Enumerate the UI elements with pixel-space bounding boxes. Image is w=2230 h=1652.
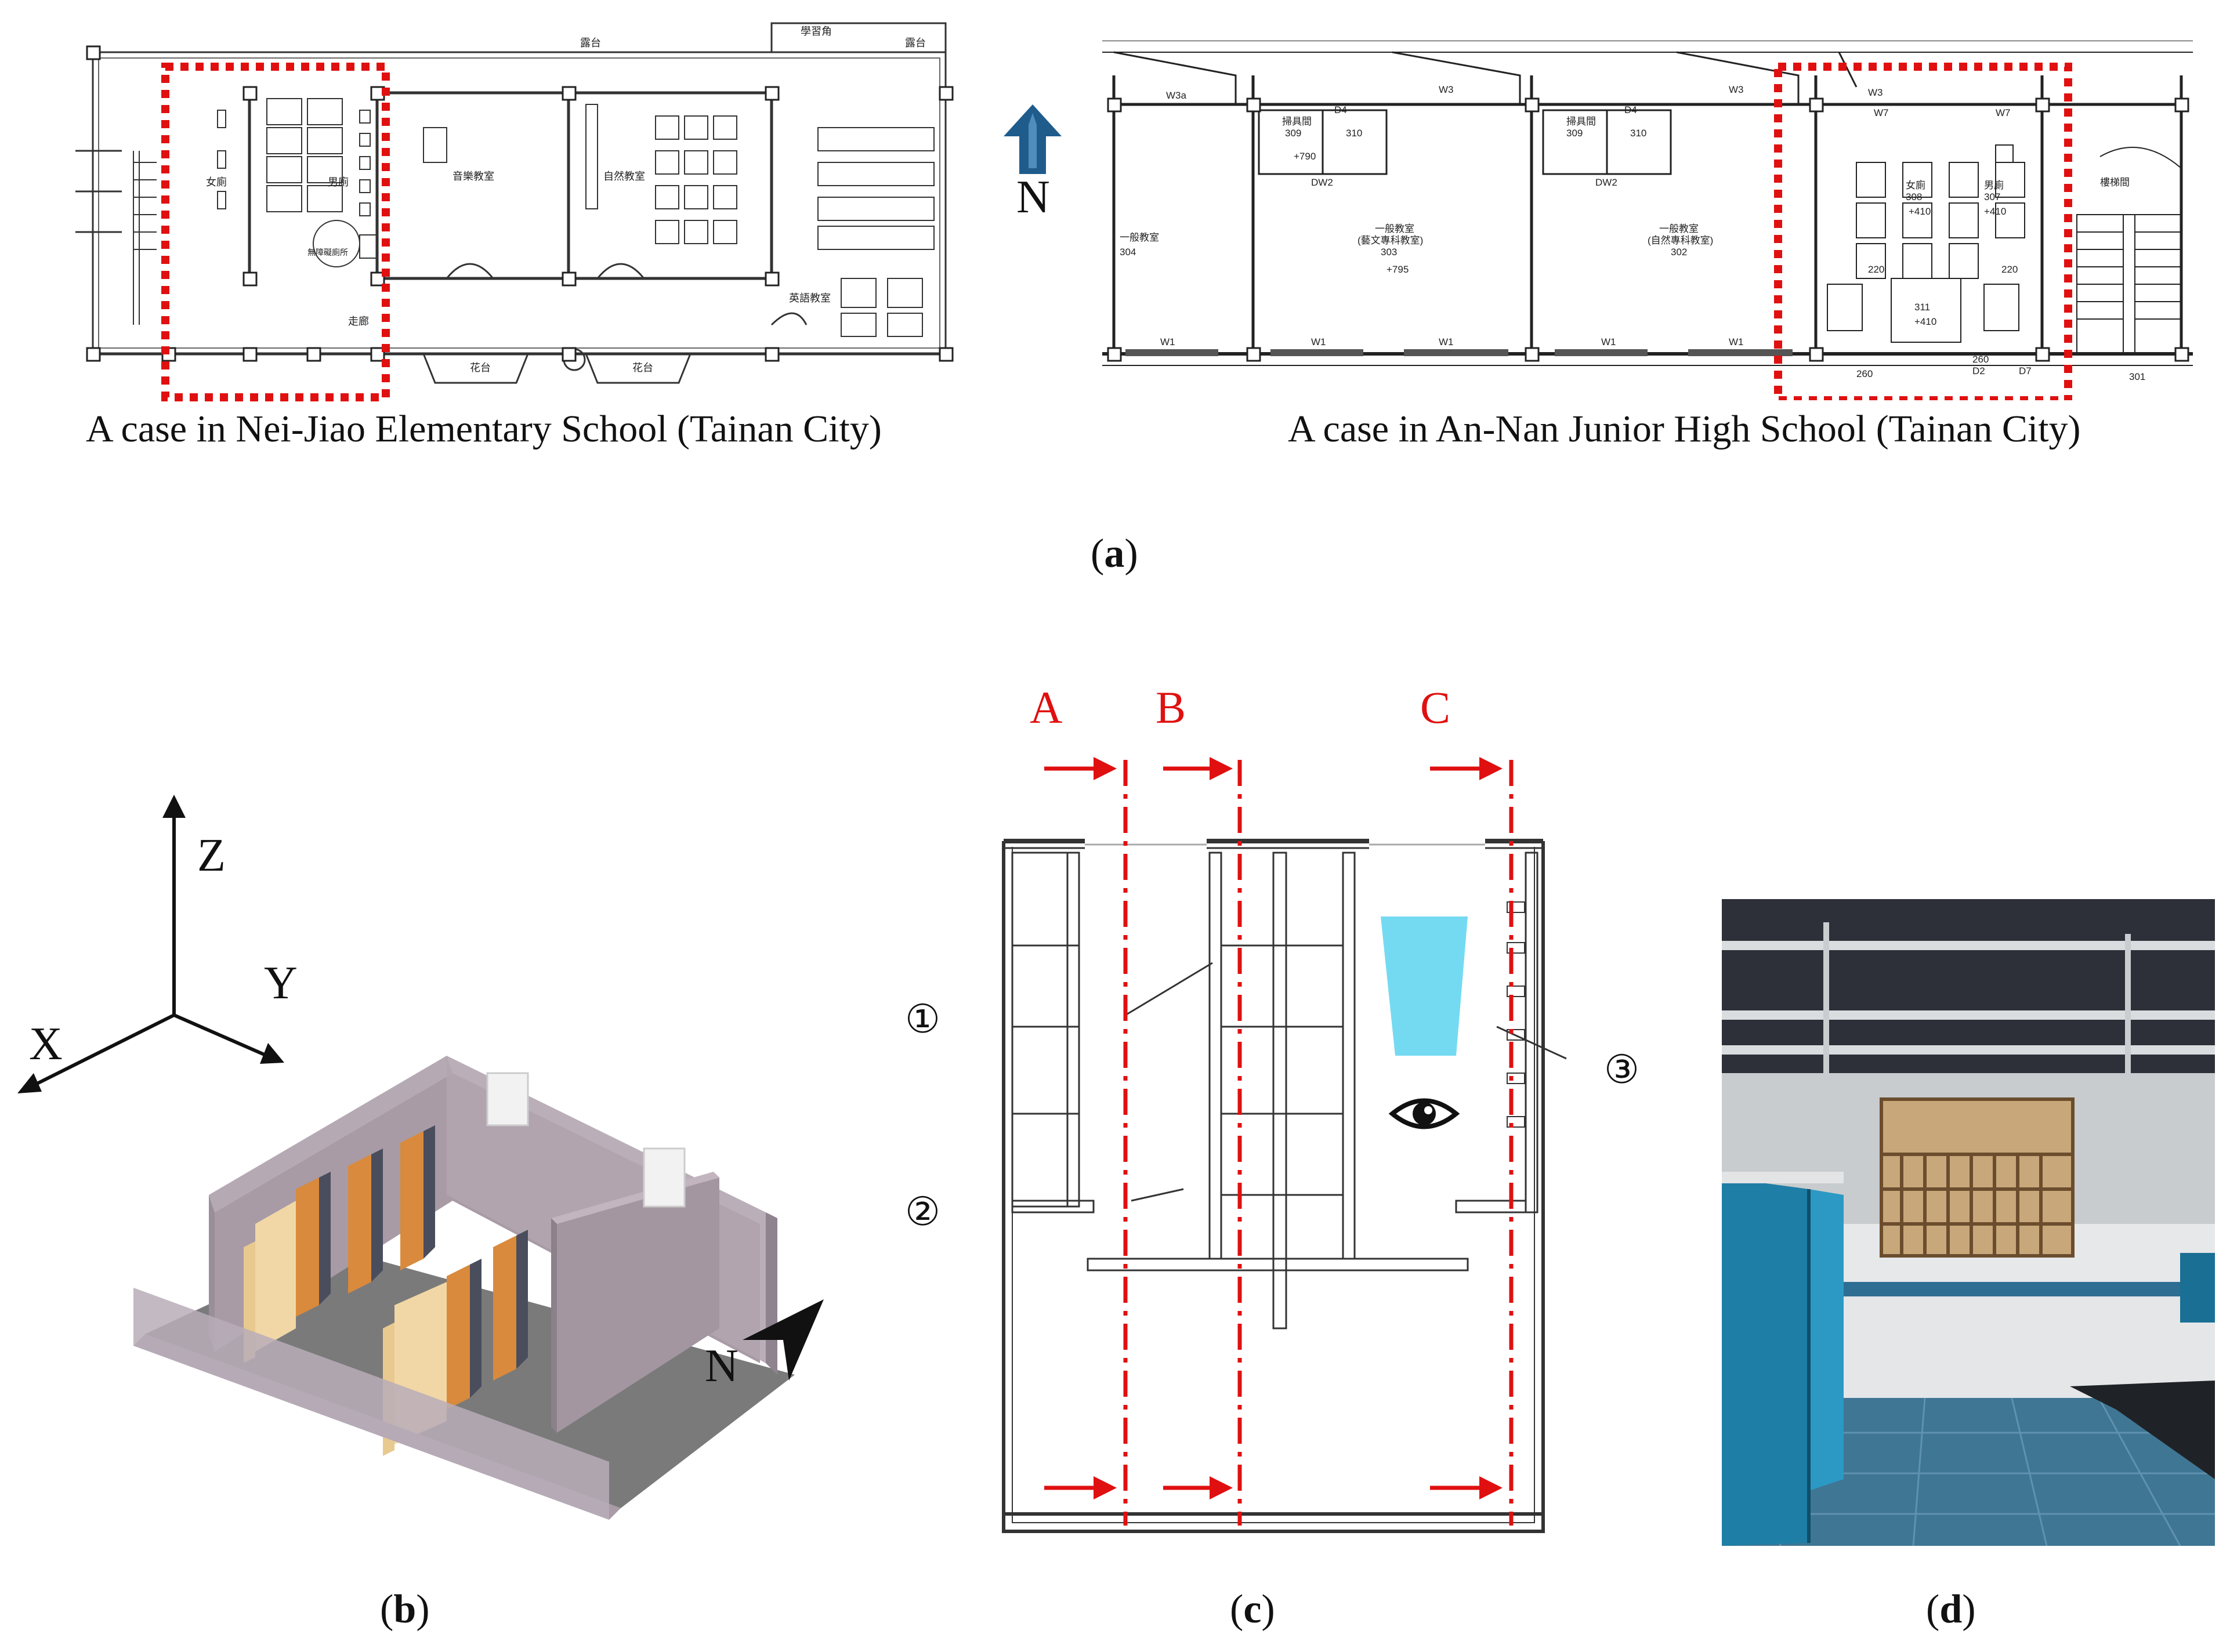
plan-label: 301 (2129, 371, 2145, 382)
axis-label-z: Z (197, 830, 226, 881)
eye-icon (1388, 1098, 1460, 1129)
marker-3: ③ (1604, 1047, 1639, 1093)
panel-b-label: (b) (380, 1587, 430, 1632)
plan-label: W3 (1868, 87, 1883, 98)
restroom-photo (1722, 899, 2215, 1546)
axis-diagram (17, 795, 284, 1093)
plan-label: 303 (1381, 247, 1397, 258)
plan-label: D4 (1334, 104, 1347, 115)
plan-label: 花台 (632, 362, 653, 374)
axis-label-y: Y (264, 958, 298, 1009)
plan-label: +795 (1386, 264, 1409, 275)
an-nan-floor-plan: W3a W3 W3 W3 309 310 309 310 304 303 302… (1102, 41, 2193, 400)
plan-label: +790 (1294, 151, 1316, 162)
marker-1: ① (905, 997, 940, 1042)
panel-d: (d) (1682, 609, 2230, 1652)
plan-label: 260 (1972, 354, 1989, 365)
plan-label: 男廁 (1984, 179, 2004, 191)
plan-label: 307 (1984, 191, 2000, 202)
nei-jiao-floor-plan: 露台 學習角 露台 女廁 男廁 音樂教室 自然教室 英語教室 走廊 花台 花台 … (75, 22, 954, 401)
section-label-c: C (1420, 682, 1451, 733)
panel-a: 露台 學習角 露台 女廁 男廁 音樂教室 自然教室 英語教室 走廊 花台 花台 … (0, 0, 2230, 609)
north-pointer-icon (743, 1299, 824, 1381)
plan-label: 一般教室 (1659, 223, 1699, 234)
plan-label: +410 (1909, 206, 1931, 217)
plan-label: 男廁 (328, 176, 349, 188)
plan-label: 220 (1868, 264, 1884, 275)
plan-label: W7 (1874, 107, 1889, 118)
north-arrow-icon (1004, 104, 1062, 174)
plan-label: +410 (1914, 316, 1936, 327)
highlight-box (161, 63, 390, 401)
panel-a-label: (a) (1091, 531, 1138, 576)
plan-label: (藝文專科教室) (1357, 235, 1423, 246)
axis-label-x: X (29, 1019, 63, 1070)
plan-label: W1 (1311, 336, 1326, 347)
panel-b: Z Y X (0, 609, 870, 1652)
plan-label: 女廁 (206, 176, 227, 188)
plan-label: 308 (1906, 191, 1922, 202)
panel-c-label: (c) (1230, 1587, 1275, 1632)
plan-label: (自然專科教室) (1648, 235, 1713, 246)
north-label: N (1016, 172, 1050, 223)
plan-label: W1 (1160, 336, 1175, 347)
plan-label: W3 (1439, 84, 1454, 95)
plan-label: DW2 (1595, 177, 1617, 188)
plan-label: D7 (2019, 365, 2032, 376)
panel-c: A B C ① ② ③ (c) (870, 609, 1682, 1652)
plan-label: W1 (1729, 336, 1744, 347)
plan-label: 學習角 (801, 26, 832, 37)
plan-label: D4 (1624, 104, 1637, 115)
view-cone (1381, 916, 1468, 1056)
plan-label: 花台 (470, 362, 491, 374)
plan-label: D2 (1972, 365, 1985, 376)
plan-label: 走廊 (348, 316, 369, 327)
toilet-3d-model (133, 1056, 795, 1520)
plan-label: 309 (1285, 128, 1301, 139)
highlight-box (1774, 63, 2072, 400)
plan-label: 一般教室 (1120, 232, 1159, 243)
plan-label: 一般教室 (1375, 223, 1414, 234)
section-label-b: B (1156, 682, 1186, 733)
plan-label: 露台 (580, 37, 601, 49)
plan-label: DW2 (1311, 177, 1333, 188)
plan-label: 掃具間 (1566, 116, 1596, 127)
north-label-b: N (705, 1341, 738, 1392)
plan-label: 311 (1914, 302, 1930, 313)
section-plan-diagram (1002, 757, 1567, 1533)
plan-label: 310 (1346, 128, 1362, 139)
plan-label: W7 (1996, 107, 2011, 118)
plan-label: 302 (1671, 247, 1687, 258)
plan-label: +410 (1984, 206, 2006, 217)
marker-2: ② (905, 1189, 940, 1235)
plan-label: 掃具間 (1282, 116, 1312, 127)
plan-label: 309 (1566, 128, 1583, 139)
plan-label: W3a (1166, 90, 1187, 101)
plan-label: 女廁 (1906, 179, 1925, 191)
plan-label: 無障礙廁所 (307, 248, 348, 257)
plan-label: 樓梯間 (2100, 177, 2130, 188)
panel-d-label: (d) (1926, 1587, 1976, 1632)
plan-label: 304 (1120, 247, 1136, 258)
plan-label: W1 (1601, 336, 1616, 347)
plan-label: W1 (1439, 336, 1454, 347)
an-nan-caption: A case in An-Nan Junior High School (Tai… (1288, 408, 2081, 450)
plan-label: 音樂教室 (452, 171, 494, 182)
plan-label: 310 (1630, 128, 1646, 139)
plan-label: 露台 (905, 37, 926, 49)
nei-jiao-caption: A case in Nei-Jiao Elementary School (Ta… (86, 408, 882, 450)
plan-label: 自然教室 (603, 171, 645, 182)
plan-label: W3 (1729, 84, 1744, 95)
plan-label: 英語教室 (789, 292, 831, 304)
section-label-a: A (1030, 682, 1063, 733)
plan-label: 260 (1856, 368, 1873, 379)
plan-label: 220 (2001, 264, 2018, 275)
